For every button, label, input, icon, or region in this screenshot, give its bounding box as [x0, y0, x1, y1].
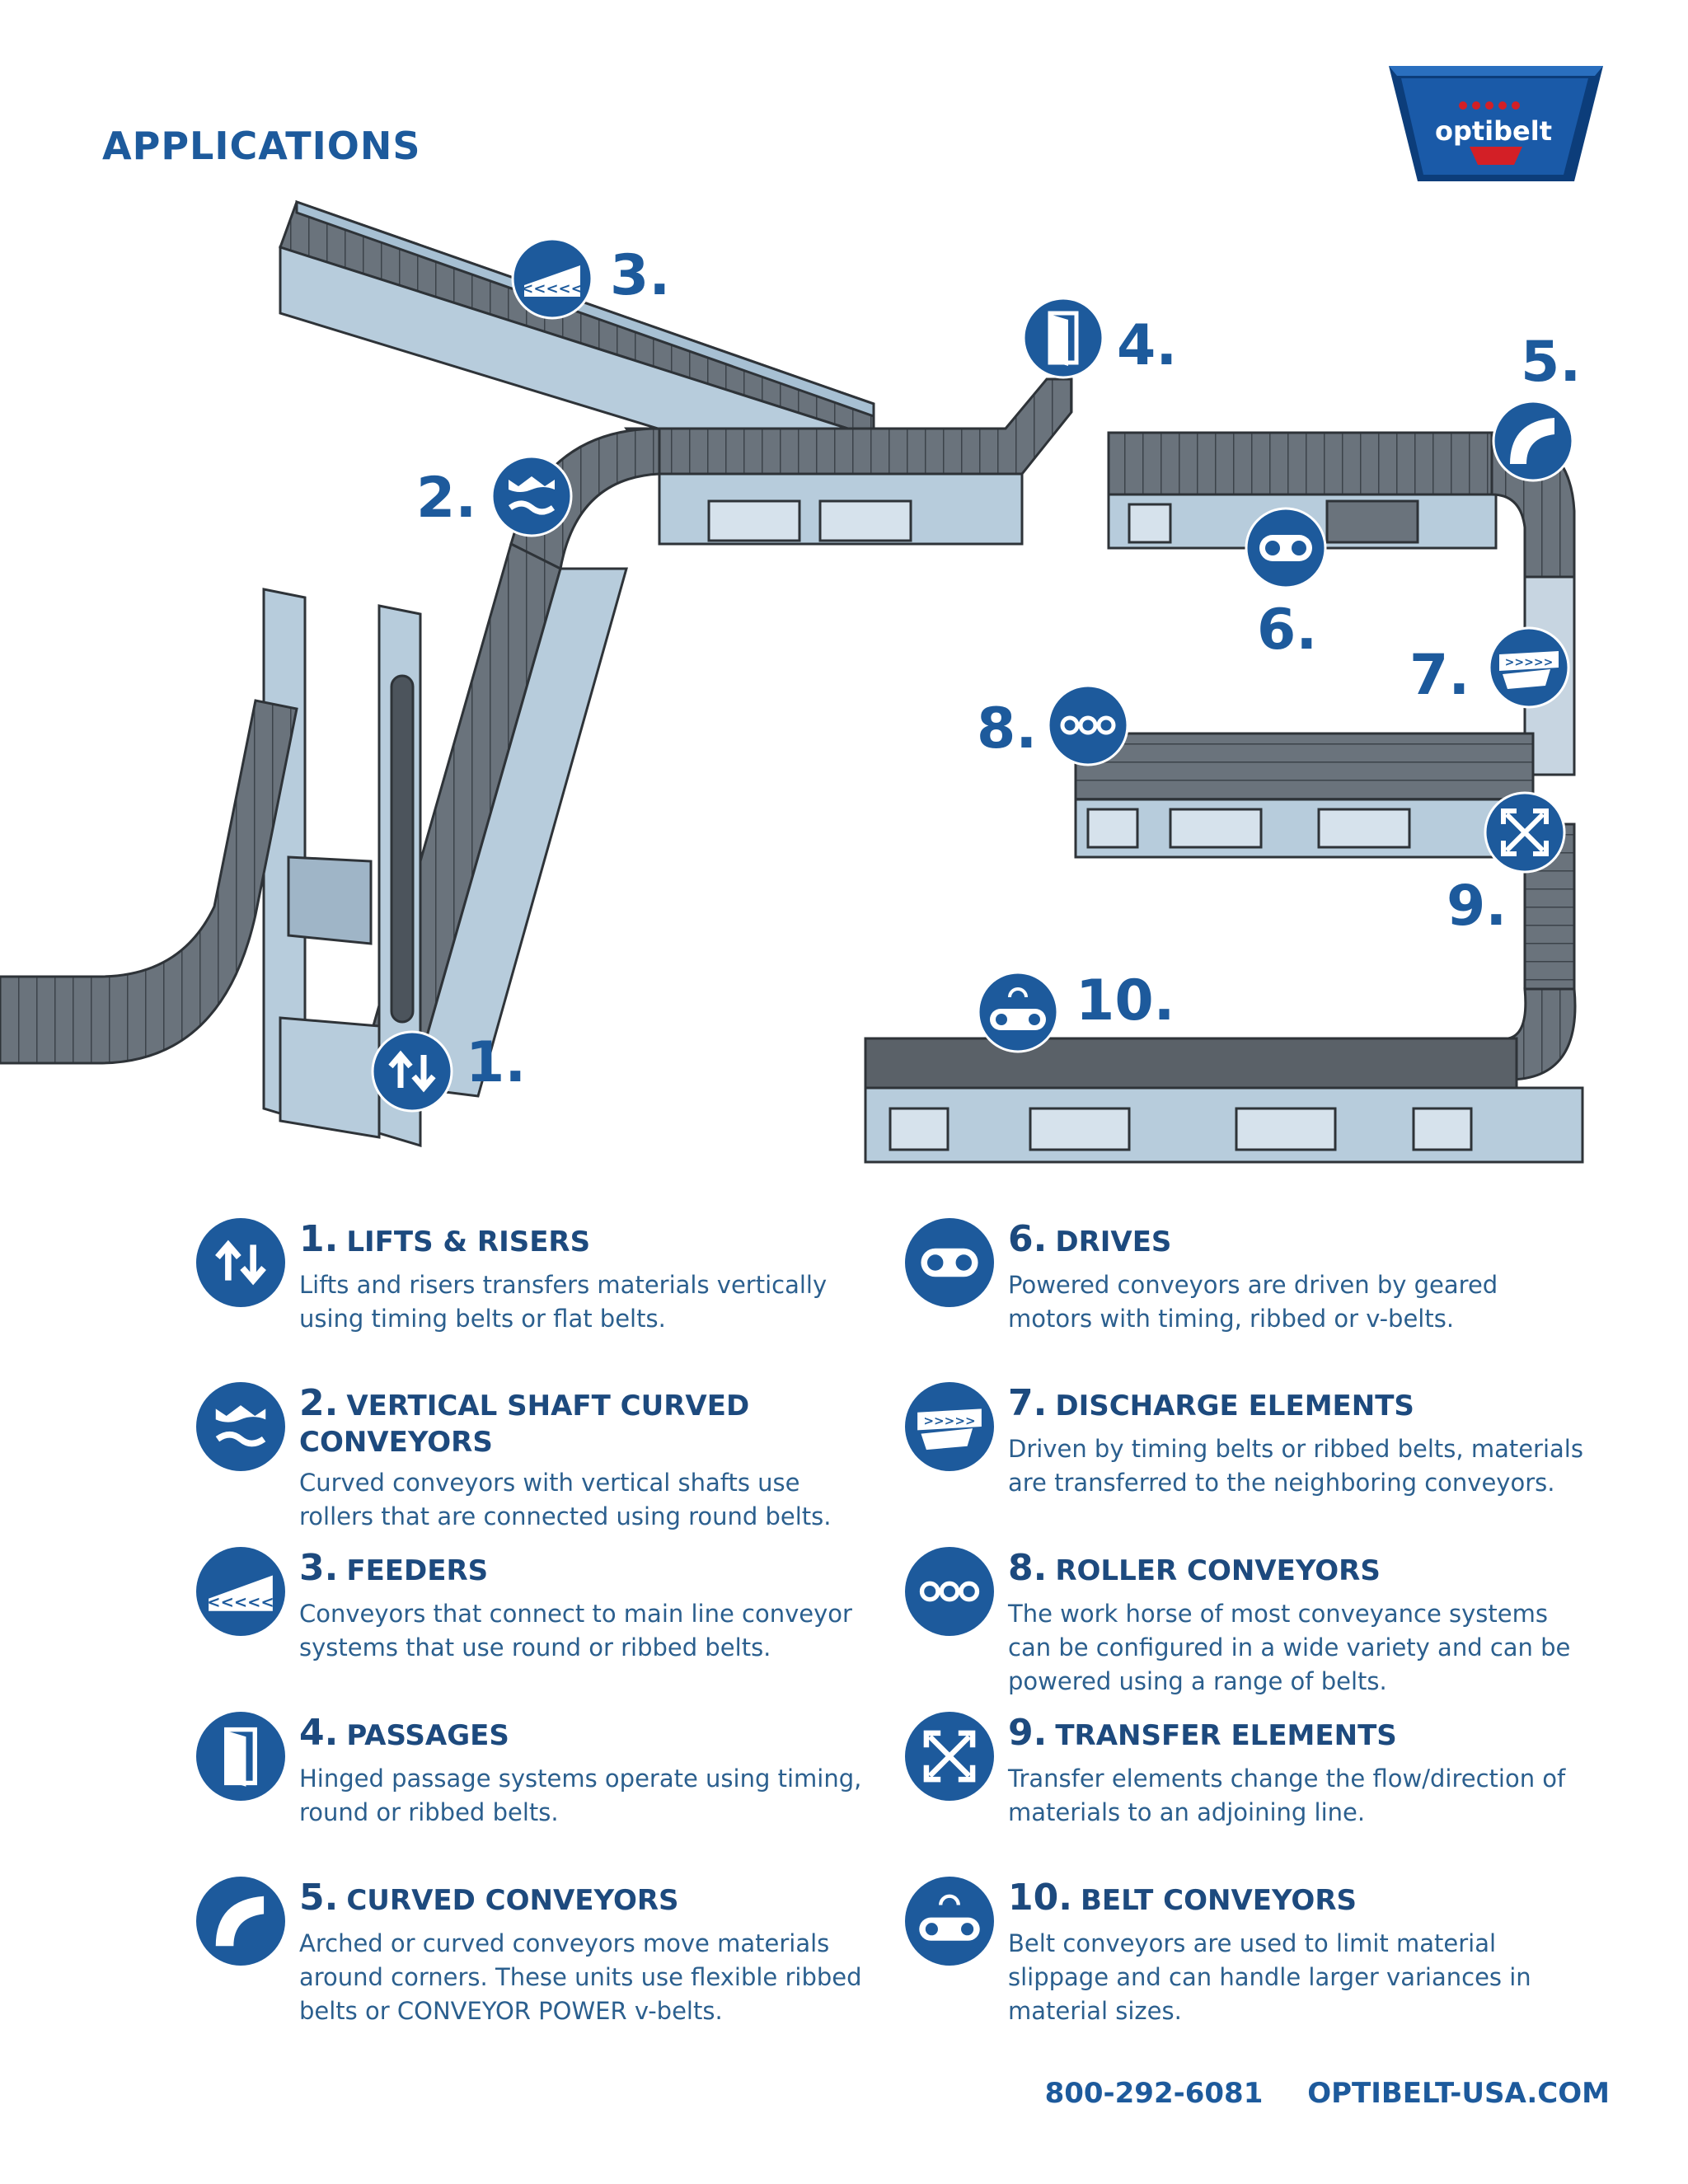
item-description: Belt conveyors are used to limit materia…	[1008, 1929, 1531, 2026]
wave-curve-icon	[490, 455, 573, 537]
discharge-chevrons-icon: >>>>>	[905, 1382, 994, 1471]
door-icon	[1022, 297, 1104, 379]
callout-number-5: 5.	[1521, 330, 1582, 395]
conveyor-system-illustration	[0, 199, 1584, 1164]
item-description: Arched or curved conveyors move material…	[299, 1929, 862, 2026]
callout-number-2: 2.	[416, 466, 477, 531]
item-description: Hinged passage systems operate using tim…	[299, 1764, 862, 1826]
roller-conveyor-belt	[1074, 732, 1535, 801]
arc-curve-icon	[196, 1877, 285, 1966]
callout-number-6: 6.	[1257, 598, 1318, 663]
page-title: APPLICATIONS	[102, 124, 421, 168]
belt-rotate-icon	[977, 971, 1059, 1053]
lift-infeed-belt	[0, 699, 298, 1065]
callout-number-1: 1.	[466, 1030, 527, 1095]
item-title: 9.TRANSFER ELEMENTS	[1008, 1712, 1397, 1754]
footer-contact: 800-292-6081 OPTIBELT-USA.COM	[1010, 2077, 1610, 2110]
arrows-up-down-icon	[371, 1030, 453, 1113]
svg-text:<<<<<: <<<<<	[521, 280, 583, 298]
pulley-drive-icon	[1245, 507, 1327, 589]
item-description: Transfer elements change the flow/direct…	[1008, 1764, 1566, 1826]
discharge-chevrons-icon: >>>>>	[1488, 626, 1570, 709]
footer-phone[interactable]: 800-292-6081	[1044, 2077, 1264, 2110]
drive-section-belt	[1107, 431, 1493, 496]
arc-curve-icon	[1492, 400, 1574, 482]
callout-number-7: 7.	[1409, 643, 1470, 708]
footer-website-link[interactable]: OPTIBELT-USA.COM	[1307, 2077, 1610, 2110]
item-title: 10.BELT CONVEYORS	[1008, 1877, 1357, 1919]
callout-number-4: 4.	[1117, 313, 1178, 378]
item-description: The work horse of most conveyance system…	[1008, 1599, 1571, 1696]
four-arrows-icon	[905, 1712, 994, 1801]
item-title: 7.DISCHARGE ELEMENTS	[1008, 1382, 1414, 1424]
item-title: 2.VERTICAL SHAFT CURVED CONVEYORS	[299, 1382, 750, 1459]
callout-number-10: 10.	[1076, 968, 1175, 1033]
svg-text:>>>>>: >>>>>	[923, 1413, 975, 1428]
item-title: 4.PASSAGES	[299, 1712, 509, 1754]
item-title: 3.FEEDERS	[299, 1547, 489, 1589]
item-title: 8.ROLLER CONVEYORS	[1008, 1547, 1381, 1589]
item-title: 5.CURVED CONVEYORS	[299, 1877, 679, 1919]
callout-number-9: 9.	[1447, 874, 1507, 939]
item-description: Curved conveyors with vertical shafts us…	[299, 1468, 832, 1530]
item-title: 6.DRIVES	[1008, 1218, 1172, 1260]
chevron-feeder-icon: <<<<<	[511, 237, 593, 320]
belt-conveyor-belt	[864, 1037, 1518, 1090]
callout-number-3: 3.	[610, 243, 671, 308]
svg-text:<<<<<: <<<<<	[207, 1592, 274, 1611]
item-description: Powered conveyors are driven by geared m…	[1008, 1270, 1498, 1333]
callout-number-8: 8.	[977, 696, 1038, 762]
three-rollers-icon	[905, 1547, 994, 1636]
wave-curve-icon	[196, 1382, 285, 1471]
lift-platform	[287, 855, 373, 945]
item-description: Driven by timing belts or ribbed belts, …	[1008, 1434, 1583, 1497]
svg-text:>>>>>: >>>>>	[1505, 656, 1554, 669]
door-icon	[196, 1712, 285, 1801]
three-rollers-icon	[1047, 684, 1129, 766]
item-title: 1.LIFTS & RISERS	[299, 1218, 591, 1260]
optibelt-logo: optibelt	[1389, 66, 1603, 181]
pulley-drive-icon	[905, 1218, 994, 1307]
svg-text:optibelt: optibelt	[1435, 115, 1552, 147]
item-description: Conveyors that connect to main line conv…	[299, 1599, 852, 1661]
belt-rotate-icon	[905, 1877, 994, 1966]
four-arrows-icon	[1484, 791, 1566, 874]
item-description: Lifts and risers transfers materials ver…	[299, 1270, 828, 1333]
chevron-feeder-icon: <<<<<	[196, 1547, 285, 1636]
arrows-up-down-icon	[196, 1218, 285, 1307]
